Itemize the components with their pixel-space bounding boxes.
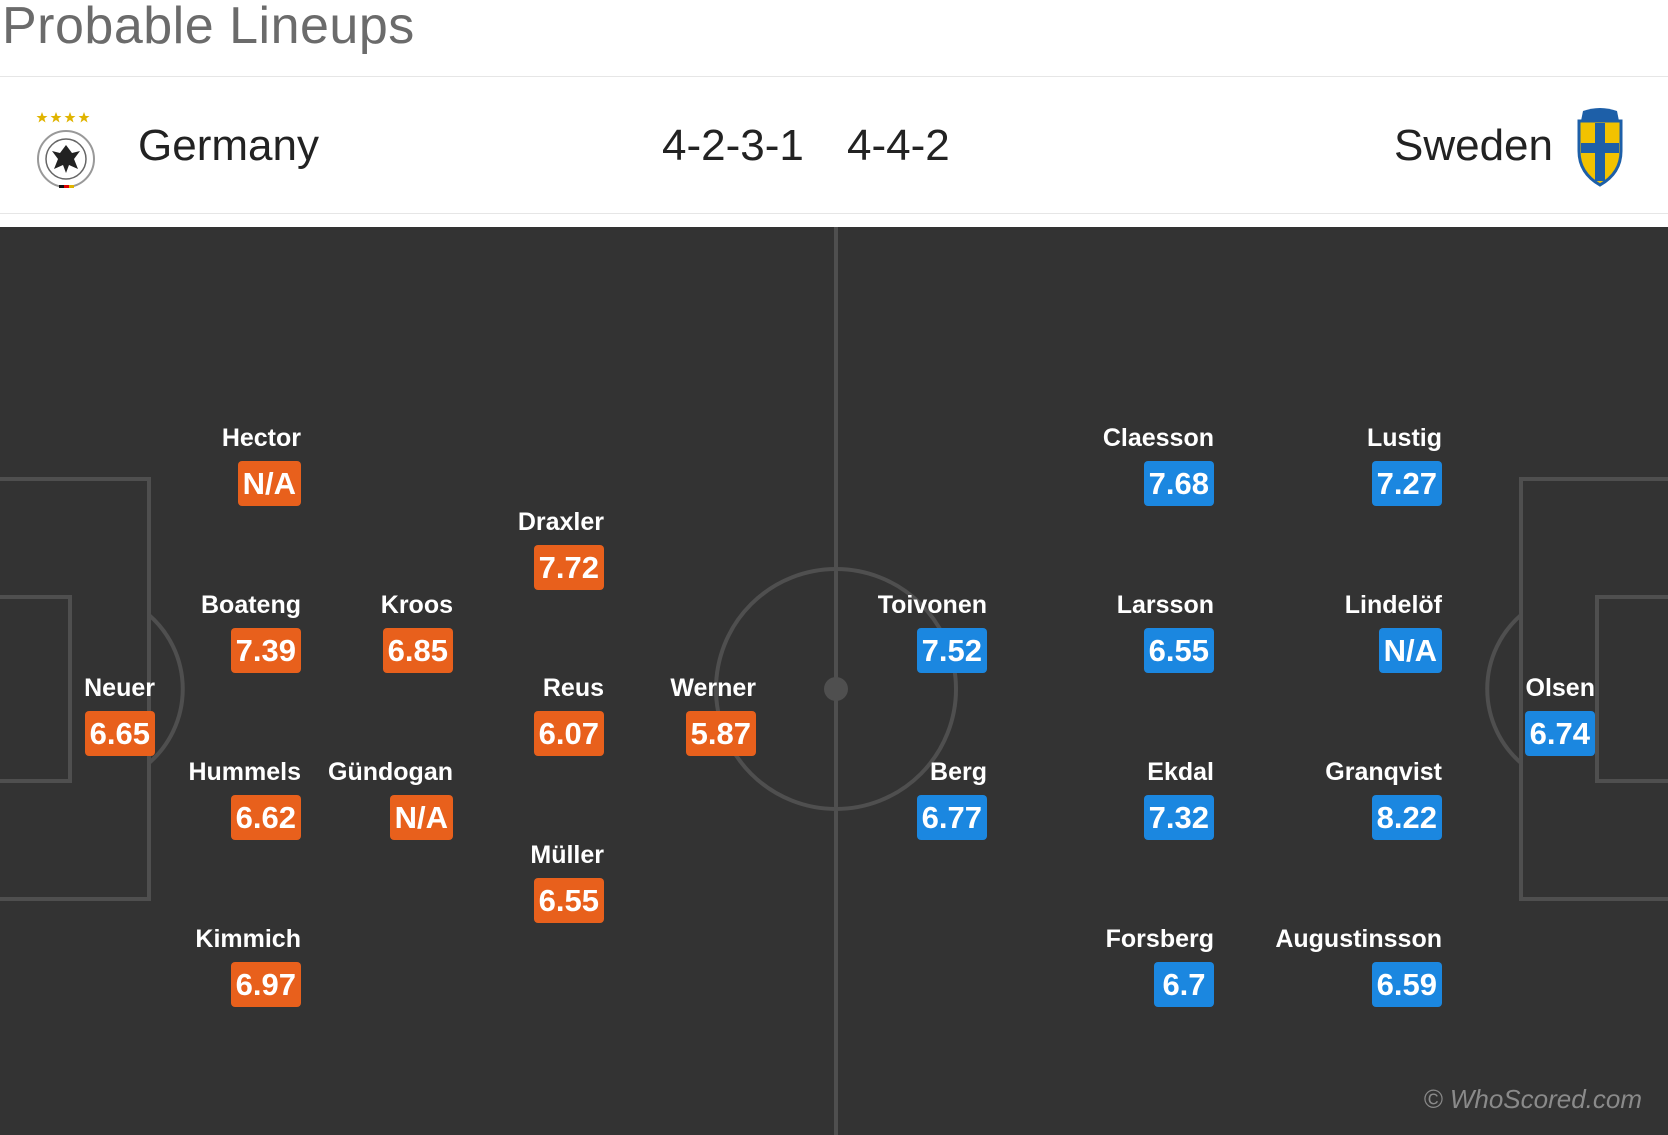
player-rating: 7.39: [230, 628, 301, 673]
player-name: Neuer: [84, 674, 155, 702]
player-rating: 7.52: [916, 628, 987, 673]
player-hummels[interactable]: Hummels 6.62: [188, 758, 301, 840]
player-name: Olsen: [1525, 674, 1595, 702]
player-reus[interactable]: Reus 6.07: [533, 674, 604, 756]
player-name: Toivonen: [877, 591, 987, 619]
player-neuer[interactable]: Neuer 6.65: [84, 674, 155, 756]
player-name: Ekdal: [1147, 758, 1214, 786]
player-claesson[interactable]: Claesson 7.68: [1103, 424, 1214, 506]
player-rating: 6.7: [1154, 962, 1214, 1007]
player-augustinsson[interactable]: Augustinsson 6.59: [1275, 925, 1442, 1007]
player-forsberg[interactable]: Forsberg 6.7: [1106, 925, 1214, 1007]
player-name: Forsberg: [1105, 925, 1214, 953]
player-name: Lindelöf: [1344, 591, 1442, 619]
player-granqvist[interactable]: Granqvist 8.22: [1325, 758, 1442, 840]
pitch-markings: [0, 227, 1668, 1135]
player-name: Claesson: [1102, 424, 1214, 452]
player-name: Werner: [670, 674, 756, 702]
player-rating: 7.27: [1371, 461, 1442, 506]
player-rating: 6.74: [1524, 711, 1595, 756]
player-larsson[interactable]: Larsson 6.55: [1117, 591, 1214, 673]
player-rating: 6.85: [382, 628, 453, 673]
player-name: Augustinsson: [1275, 925, 1442, 953]
player-rating: 6.62: [230, 795, 301, 840]
player-ekdal[interactable]: Ekdal 7.32: [1143, 758, 1214, 840]
page-title: Probable Lineups: [2, 0, 415, 55]
lineup-header: Germany 4-2-3-1 4-4-2 Sweden: [0, 76, 1668, 214]
player-kroos[interactable]: Kroos 6.85: [381, 591, 453, 673]
player-muller[interactable]: Müller 6.55: [530, 841, 604, 923]
germany-crest-icon: [36, 109, 106, 195]
player-name: Gündogan: [328, 758, 453, 786]
player-name: Granqvist: [1325, 758, 1442, 786]
player-name: Müller: [530, 841, 604, 869]
player-rating: 6.07: [533, 711, 604, 756]
player-rating: 6.55: [1143, 628, 1214, 673]
player-name: Draxler: [517, 508, 604, 536]
player-name: Lustig: [1367, 424, 1442, 452]
player-rating: 6.97: [230, 962, 301, 1007]
player-draxler[interactable]: Draxler 7.72: [518, 508, 604, 590]
player-hector[interactable]: Hector N/A: [222, 424, 301, 506]
player-rating: N/A: [389, 795, 453, 840]
player-berg[interactable]: Berg 6.77: [916, 758, 987, 840]
player-name: Reus: [542, 674, 604, 702]
player-rating: 6.55: [533, 878, 604, 923]
away-formation: 4-4-2: [847, 121, 950, 170]
player-lustig[interactable]: Lustig 7.27: [1367, 424, 1442, 506]
player-toivonen[interactable]: Toivonen 7.52: [878, 591, 987, 673]
away-team-name: Sweden: [1393, 121, 1553, 170]
player-rating: 6.59: [1371, 962, 1442, 1007]
player-boateng[interactable]: Boateng 7.39: [201, 591, 301, 673]
player-rating: 5.87: [685, 711, 756, 756]
player-name: Hummels: [188, 758, 301, 786]
watermark: © WhoScored.com: [1423, 1084, 1642, 1114]
player-rating: 6.77: [916, 795, 987, 840]
player-lindelof[interactable]: Lindelöf N/A: [1345, 591, 1442, 673]
player-rating: N/A: [1378, 628, 1442, 673]
pitch: Neuer 6.65 Hector N/A Boateng 7.39 Humme…: [0, 227, 1668, 1135]
player-name: Boateng: [201, 591, 301, 619]
player-name: Berg: [930, 758, 987, 786]
home-team-name: Germany: [138, 121, 319, 170]
player-name: Larsson: [1116, 591, 1214, 619]
player-rating: 8.22: [1371, 795, 1442, 840]
player-gundogan[interactable]: Gündogan N/A: [328, 758, 453, 840]
player-olsen[interactable]: Olsen 6.74: [1524, 674, 1595, 756]
player-rating: N/A: [237, 461, 301, 506]
player-rating: 7.72: [533, 545, 604, 590]
player-werner[interactable]: Werner 5.87: [670, 674, 756, 756]
player-rating: 6.65: [84, 711, 155, 756]
player-kimmich[interactable]: Kimmich 6.97: [195, 925, 301, 1007]
player-rating: 7.68: [1143, 461, 1214, 506]
player-rating: 7.32: [1143, 795, 1214, 840]
player-name: Hector: [221, 424, 301, 452]
player-name: Kimmich: [195, 925, 301, 953]
player-name: Kroos: [380, 591, 453, 619]
sweden-crest-icon: [1575, 107, 1625, 187]
home-formation: 4-2-3-1: [662, 121, 804, 170]
